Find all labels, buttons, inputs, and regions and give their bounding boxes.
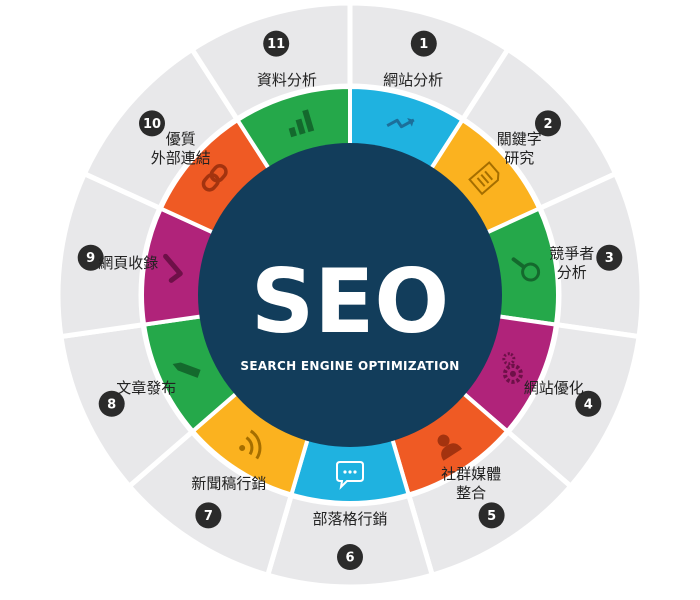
number-circle	[195, 502, 222, 529]
number-circle	[139, 110, 165, 137]
step-number-badge-8: 8	[98, 390, 125, 417]
step-number: 6	[345, 551, 354, 566]
segment-label-line: 網站分析	[383, 71, 443, 89]
checkmark-icon	[163, 253, 183, 283]
segment-label-line: 部落格行銷	[312, 510, 387, 528]
step-number: 2	[543, 117, 552, 132]
chain-link-icon	[201, 164, 228, 192]
ring-separator	[138, 83, 562, 507]
segment-label-line: 整合	[456, 484, 486, 502]
step-number: 4	[584, 397, 593, 412]
number-circle	[410, 30, 437, 57]
segment-label-line: 研究	[504, 149, 534, 167]
step-number: 11	[267, 37, 285, 52]
number-circle	[596, 244, 623, 271]
center-title: SEO	[251, 250, 449, 353]
segment-label-line: 網頁收錄	[98, 254, 158, 272]
number-circle	[337, 544, 363, 570]
step-number-badge-3: 3	[596, 244, 623, 271]
bar-chart-icon	[288, 109, 315, 138]
step-number-badge-7: 7	[195, 502, 222, 529]
segment-label-line: 網站優化	[524, 379, 584, 397]
number-circle	[575, 390, 602, 417]
chat-bubble-icon	[336, 461, 364, 490]
step-number-badge-10: 10	[139, 110, 165, 137]
number-circle	[535, 110, 561, 137]
step-number: 5	[487, 509, 496, 524]
step-number-badge-1: 1	[410, 30, 437, 57]
person-icon	[437, 434, 463, 461]
step-number-badge-11: 11	[263, 30, 290, 57]
step-number-badge-6: 6	[337, 544, 363, 570]
segment-label-line: 社群媒體	[441, 465, 501, 483]
step-number-badge-9: 9	[77, 244, 104, 271]
step-number: 1	[419, 37, 428, 52]
segment-label-line: 外部連結	[151, 149, 211, 167]
center-circle	[198, 143, 502, 447]
document-icon	[468, 161, 500, 196]
segment-label-line: 關鍵字	[497, 130, 542, 148]
segment-label-line: 文章發布	[116, 379, 176, 397]
segment-label-line: 新聞稿行銷	[191, 474, 266, 492]
segment-label-line: 競爭者	[549, 245, 594, 263]
segment-label-line: 分析	[557, 264, 587, 282]
number-circle	[263, 30, 290, 57]
step-number: 10	[143, 117, 161, 132]
center-hub: SEO SEARCH ENGINE OPTIMIZATION	[198, 143, 502, 447]
segment-label-line: 優質	[166, 130, 196, 148]
step-number: 3	[605, 251, 614, 266]
step-number-badge-5: 5	[478, 502, 505, 529]
center-subtitle: SEARCH ENGINE OPTIMIZATION	[240, 359, 459, 373]
step-number: 8	[107, 397, 116, 412]
number-circle	[98, 390, 125, 417]
pencil-icon	[172, 362, 201, 378]
rss-icon	[239, 429, 262, 460]
trend-line-icon	[386, 117, 415, 129]
magnifier-icon	[511, 257, 541, 282]
step-number-badge-2: 2	[535, 110, 561, 137]
number-circle	[77, 244, 104, 271]
step-number: 7	[204, 509, 213, 524]
number-circle	[478, 502, 505, 529]
step-number: 9	[86, 251, 95, 266]
segment-label-line: 資料分析	[257, 71, 317, 89]
step-number-badge-4: 4	[575, 390, 602, 417]
